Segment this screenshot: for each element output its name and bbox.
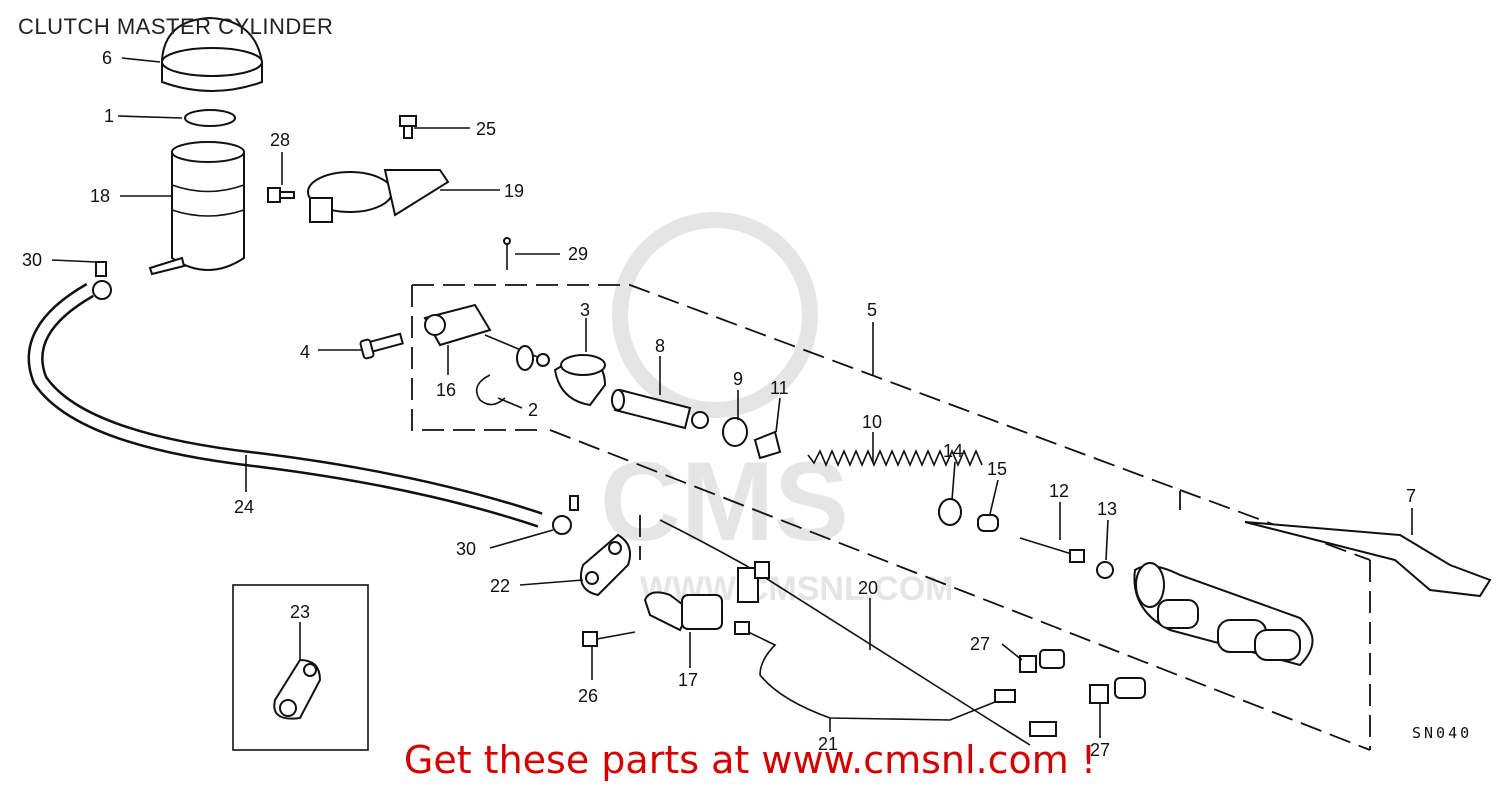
callout-1: 1 xyxy=(104,106,114,126)
bolt-28 xyxy=(267,187,295,203)
leader-lines xyxy=(51,57,1413,738)
assembly-outline xyxy=(411,284,1371,751)
callout-8: 8 xyxy=(655,336,665,356)
callout-24: 24 xyxy=(234,497,254,517)
reservoir xyxy=(148,141,245,276)
callout-29: 29 xyxy=(568,244,588,264)
callout-17: 17 xyxy=(678,670,698,690)
secondary-cup xyxy=(938,498,962,526)
primary-cup xyxy=(722,417,748,447)
callout-14: 14 xyxy=(943,441,963,461)
callout-9: 9 xyxy=(733,369,743,389)
washer-13 xyxy=(1096,561,1114,579)
hose-clamp-bottom xyxy=(552,495,579,535)
callout-30-top: 30 xyxy=(22,250,42,270)
callout-25: 25 xyxy=(476,119,496,139)
clutch-pipe xyxy=(734,621,1057,737)
spring-seat xyxy=(753,430,782,460)
bolt-27-lower xyxy=(1089,677,1146,704)
callout-2: 2 xyxy=(528,400,538,420)
reservoir-cap xyxy=(161,16,263,92)
reservoir-bracket xyxy=(307,169,450,223)
dust-boot xyxy=(553,353,607,407)
diagram-title: CLUTCH MASTER CYLINDER xyxy=(18,14,334,39)
callout-21: 21 xyxy=(818,734,838,754)
switch-wire xyxy=(659,519,1031,746)
callout-5: 5 xyxy=(867,300,877,320)
callout-16: 16 xyxy=(436,380,456,400)
callout-10: 10 xyxy=(862,412,882,432)
callout-19: 19 xyxy=(504,181,524,201)
parts-link-banner[interactable]: Get these parts at www.cmsnl.com ! xyxy=(403,738,1097,782)
callout-30-bottom: 30 xyxy=(456,539,476,559)
bolt-25 xyxy=(399,115,417,139)
callout-18: 18 xyxy=(90,186,110,206)
callout-28: 28 xyxy=(270,130,290,150)
joint-plate-23 xyxy=(273,658,322,720)
spring xyxy=(807,448,983,468)
check-spring xyxy=(977,514,999,532)
callout-11: 11 xyxy=(770,378,789,398)
callout-15: 15 xyxy=(987,459,1007,479)
screw-29 xyxy=(503,237,511,270)
switch-bracket xyxy=(643,591,723,632)
circlip xyxy=(475,374,506,406)
diagram-code: SN040 xyxy=(1412,724,1473,742)
bolt-12 xyxy=(1019,537,1085,563)
callout-23: 23 xyxy=(290,602,310,622)
callout-12: 12 xyxy=(1049,481,1069,501)
watermark-logo: CMS xyxy=(600,439,849,564)
bolt-26 xyxy=(582,631,636,647)
callout-22: 22 xyxy=(490,576,510,596)
reservoir-hose xyxy=(27,283,543,528)
callout-27-lower: 27 xyxy=(1090,740,1110,760)
inset-box xyxy=(232,584,369,751)
diaphragm xyxy=(184,109,236,127)
callout-4: 4 xyxy=(300,342,310,362)
callout-20: 20 xyxy=(858,578,878,598)
hose-clamp-top xyxy=(92,261,112,300)
callout-labels: 6 1 25 28 18 19 30 29 3 5 4 8 16 9 11 2 … xyxy=(22,48,1416,760)
callout-27-upper: 27 xyxy=(970,634,990,654)
callout-6: 6 xyxy=(102,48,112,68)
cylinder-guard xyxy=(1244,521,1492,598)
push-rod-clevis xyxy=(423,303,550,371)
cylinder-body xyxy=(1133,562,1314,667)
pin-4 xyxy=(359,332,404,360)
bolt-27-upper xyxy=(1019,649,1065,673)
callout-3: 3 xyxy=(580,300,590,320)
callout-7: 7 xyxy=(1406,486,1416,506)
piston xyxy=(611,388,709,430)
callout-26: 26 xyxy=(578,686,598,706)
callout-13: 13 xyxy=(1097,499,1117,519)
